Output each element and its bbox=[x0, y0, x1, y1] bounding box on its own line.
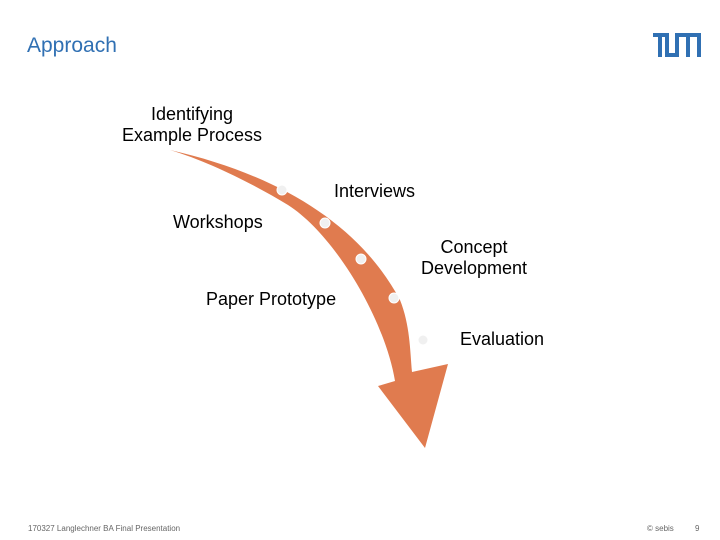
step-dot-1 bbox=[276, 184, 288, 196]
step-dot-4 bbox=[388, 292, 400, 304]
step-dot-3 bbox=[355, 253, 367, 265]
step-label-identifying: Identifying Example Process bbox=[108, 104, 276, 146]
step-dots bbox=[276, 184, 429, 346]
footer-presentation-info: 170327 Langlechner BA Final Presentation bbox=[28, 524, 181, 533]
step-dot-5 bbox=[417, 334, 429, 346]
step-label-workshops: Workshops bbox=[173, 212, 263, 232]
step-label-identifying-line1: Identifying bbox=[150, 104, 234, 124]
step-label-interviews: Interviews bbox=[334, 181, 416, 201]
footer-copyright: © sebis bbox=[647, 524, 674, 533]
tum-logo bbox=[653, 33, 701, 57]
step-label-paper-prototype: Paper Prototype bbox=[206, 289, 337, 309]
step-label-concept: Concept Development bbox=[410, 237, 538, 279]
slide-title: Approach bbox=[27, 34, 117, 57]
step-label-concept-line2: Development bbox=[420, 258, 528, 278]
step-dot-2 bbox=[319, 217, 331, 229]
step-label-evaluation: Evaluation bbox=[460, 329, 545, 349]
footer-page-number: 9 bbox=[695, 524, 700, 533]
step-label-identifying-line2: Example Process bbox=[121, 125, 263, 145]
step-label-concept-line1: Concept bbox=[440, 237, 508, 257]
